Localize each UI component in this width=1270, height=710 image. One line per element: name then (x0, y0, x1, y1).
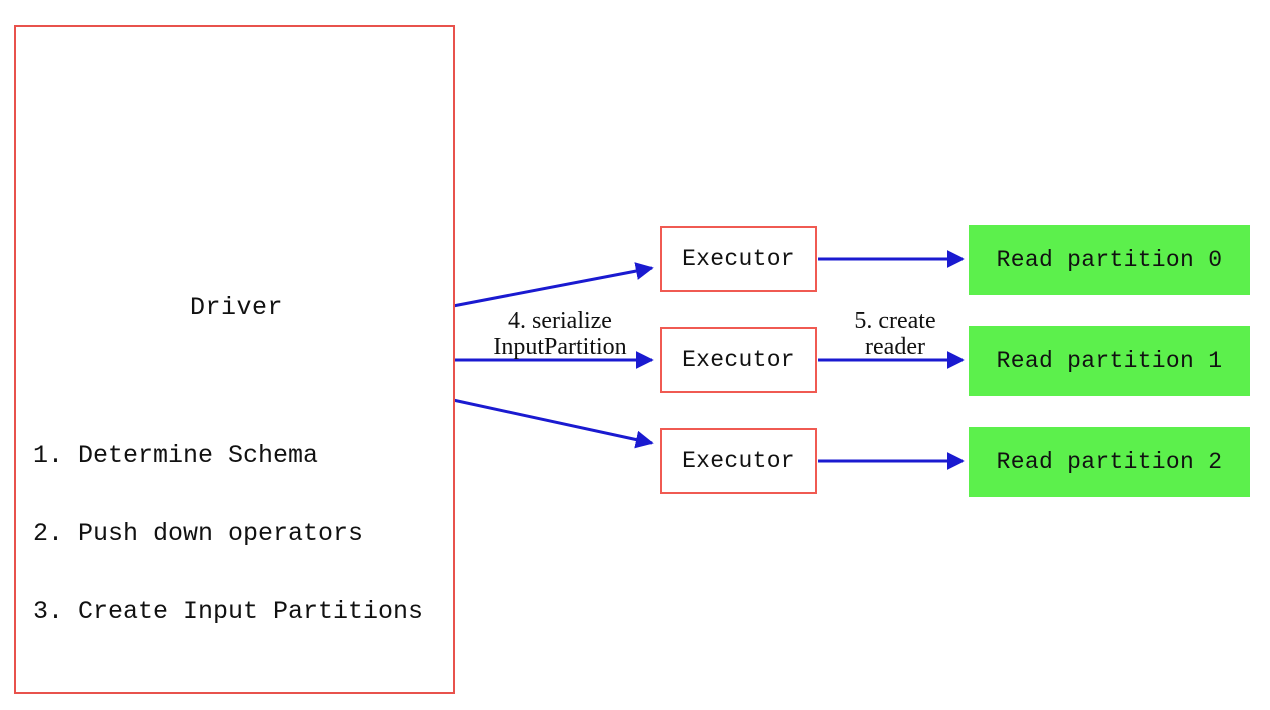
arrow-driver-to-executor-1 (452, 262, 654, 308)
edge-label-create-reader: 5. create reader (820, 308, 970, 360)
driver-title: Driver (189, 293, 283, 322)
edge-label-serialize-line2: InputPartition (493, 334, 627, 360)
edge-label-create-reader-line1: 5. create (854, 308, 936, 334)
driver-step-2: 2. Push down operators (33, 519, 364, 548)
arrow-driver-to-executor-3 (452, 398, 654, 449)
read-partition-box-1: Read partition 1 (969, 326, 1250, 396)
driver-step-1: 1. Determine Schema (33, 441, 319, 470)
edge-label-create-reader-line2: reader (865, 334, 925, 360)
driver-box: Driver 1. Determine Schema 2. Push down … (14, 25, 455, 694)
read-partition-box-0: Read partition 0 (969, 225, 1250, 295)
edge-label-serialize-inputpartition: 4. serialize InputPartition (460, 308, 660, 360)
driver-steps-list: 1. Determine Schema 2. Push down operato… (33, 391, 423, 677)
executor-box-1: Executor (660, 226, 817, 292)
executor-box-2: Executor (660, 327, 817, 393)
edge-label-serialize-line1: 4. serialize (508, 308, 612, 334)
executor-box-3: Executor (660, 428, 817, 494)
read-partition-box-2: Read partition 2 (969, 427, 1250, 497)
driver-step-3: 3. Create Input Partitions (33, 597, 424, 626)
